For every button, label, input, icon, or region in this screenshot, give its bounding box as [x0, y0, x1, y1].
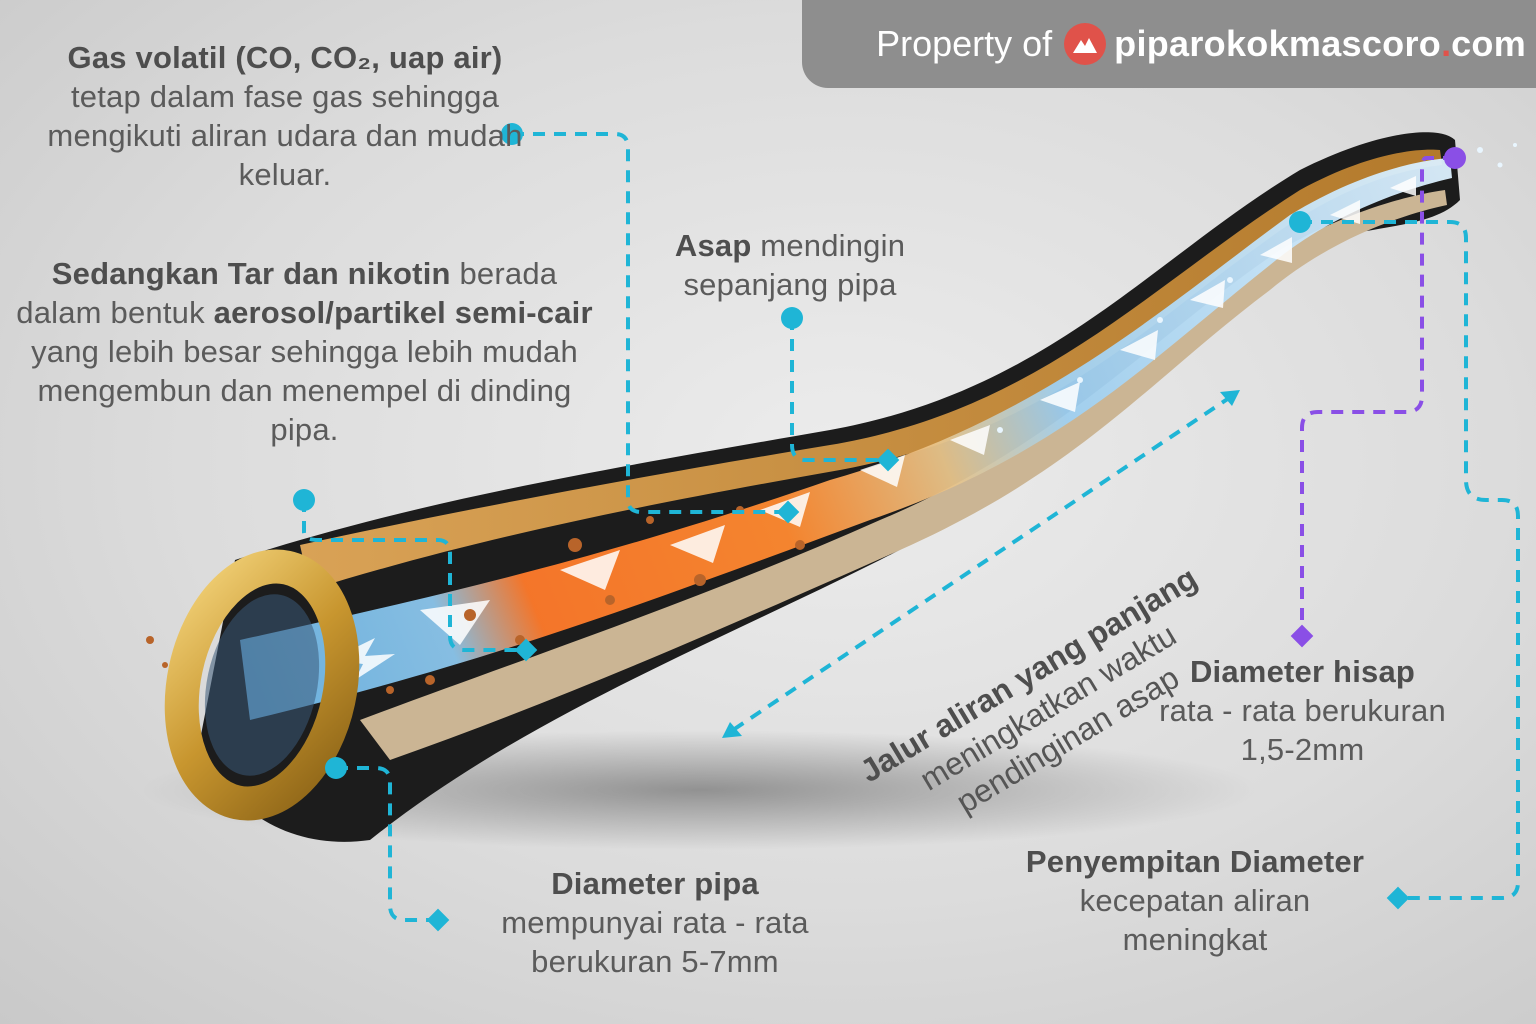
asap-bold: Asap: [674, 228, 752, 263]
label-gas-volatil: Gas volatil (CO, CO₂, uap air) tetap dal…: [40, 38, 530, 194]
watermark-site: piparokokmascoro: [1114, 23, 1442, 64]
brass-ring: [164, 549, 360, 821]
label-tar-nikotin: Sedangkan Tar dan nikotin berada dalam b…: [12, 254, 597, 449]
label-asap: Asap mendingin sepanjang pipa: [640, 226, 940, 304]
watermark-tld: com: [1451, 23, 1526, 64]
gas-rest: tetap dalam fase gas sehingga mengikuti …: [47, 79, 523, 192]
watermark-dot: .: [1441, 23, 1452, 64]
watermark-banner: Property of piparokokmascoro.com: [802, 0, 1536, 88]
leader-lines-cyan: [302, 132, 1520, 922]
asap-rest: mendingin sepanjang pipa: [683, 228, 906, 302]
leader-jalur: [728, 394, 1234, 734]
pipa-rest: mempunyai rata - rata berukuran 5-7mm: [501, 905, 809, 979]
label-diameter-pipa: Diameter pipa mempunyai rata - rata beru…: [450, 864, 860, 981]
pipa-bold: Diameter pipa: [551, 866, 759, 901]
tar-mid: berada dalam bentuk: [16, 256, 558, 330]
tar-rest: yang lebih besar sehingga lebih mudah me…: [31, 334, 578, 447]
hisap-rest: rata - rata berukuran 1,5-2mm: [1159, 693, 1446, 767]
mountain-logo-icon: [1064, 23, 1107, 65]
leader-diameter-pipa: [336, 766, 438, 922]
leader-asap: [790, 318, 888, 462]
wood-layer: [300, 149, 1442, 590]
airflow-channel: [240, 158, 1452, 720]
watermark-prefix: Property of: [876, 23, 1053, 64]
leader-dots-cyan: [293, 123, 1410, 932]
penyempitan-rest: kecepatan aliran meningkat: [1079, 883, 1311, 957]
tar-bold-1: Sedangkan Tar dan nikotin: [51, 256, 451, 291]
label-penyempitan: Penyempitan Diameter kecepatan aliran me…: [1010, 842, 1380, 959]
leader-penyempitan: [1300, 220, 1520, 900]
leader-tar: [302, 500, 526, 652]
leader-gas: [512, 132, 788, 514]
label-diameter-hisap: Diameter hisap rata - rata berukuran 1,5…: [1130, 652, 1475, 769]
penyempitan-bold: Penyempitan Diameter: [1025, 844, 1365, 879]
gas-bold: Gas volatil (CO, CO₂, uap air): [67, 40, 503, 75]
leader-diameter-hisap: [1290, 147, 1466, 648]
hisap-bold: Diameter hisap: [1189, 654, 1416, 689]
tar-bold-2: aerosol/partikel semi-cair: [213, 295, 593, 330]
